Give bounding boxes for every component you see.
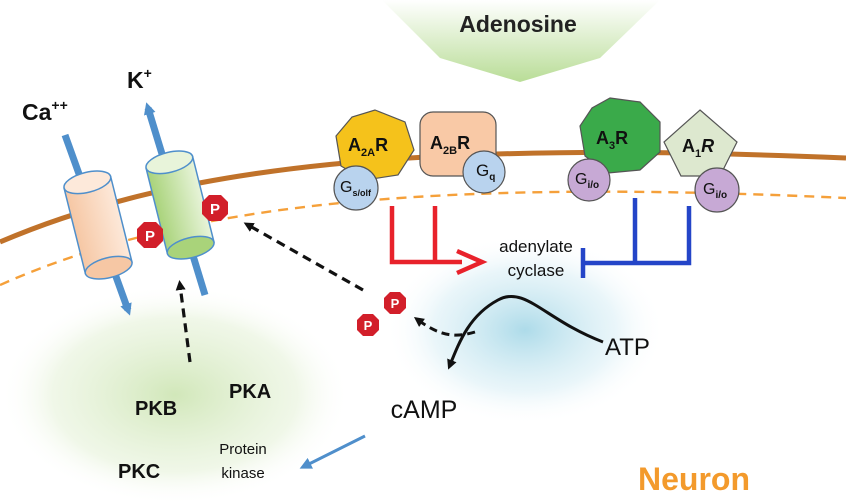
cytoplasm-glow-blue [385,235,665,425]
receptor-a2b-label: A2BR [430,133,470,157]
receptor-a1-label: A1R [682,136,714,160]
phosphate-k-channel: P [202,195,228,221]
g-protein-a2a [333,165,379,211]
camp-label: cAMP [391,396,458,424]
inhibitory-pathway [580,198,692,278]
pkc-label: PKC [118,461,160,483]
phosphate-ca-channel: P [137,222,163,248]
g-protein-a3-label: Gi/o [575,171,599,191]
atp-label: ATP [605,334,650,361]
adenylate-cyclase-label-line1: adenylate [499,237,573,256]
phosphate-label: P [364,318,373,333]
phosphorylation-arrow-pkb [175,280,192,363]
adenosine-label: Adenosine [459,11,577,37]
camp-to-kinase-arrow [299,434,366,469]
pka-label: PKA [229,381,271,403]
cytoplasm-glow-green [0,285,350,503]
atp-to-camp-arrow [447,294,604,370]
receptor-a3 [579,97,661,174]
protein-kinase-label-line2: kinase [221,465,264,482]
phosphate-label: P [210,201,220,218]
ca-ion-label: Ca++ [22,97,68,125]
pyrophosphate-release-arrow [413,317,476,337]
g-protein-a2b-label: Gq [476,161,495,183]
g-protein-a3 [567,158,611,202]
phosphate-label: P [391,296,400,311]
g-protein-a1-label: Gi/o [703,181,727,201]
phosphorylation-arrow-pka [243,222,364,292]
adenosine-arrow-shape [382,0,660,82]
g-protein-a2a-label: Gs/olf [340,179,372,198]
k-ion-label: K+ [127,65,152,93]
receptor-a2a-label: A2AR [348,135,388,159]
stimulatory-pathway [389,206,488,276]
pkb-label: PKB [135,398,177,420]
g-protein-a2b [462,150,506,194]
neuron-label: Neuron [638,461,750,497]
receptor-a3-label: A3R [596,128,628,152]
phosphate-label: P [145,228,155,245]
adenylate-cyclase-label-line2: cyclase [508,261,565,280]
k-channel [145,150,215,260]
g-protein-a1 [694,167,740,213]
ca-channel [63,170,133,280]
phosphate-pp-1: P [357,314,379,336]
protein-kinase-label-line1: Protein [219,441,267,458]
phosphate-pp-2: P [384,292,406,314]
